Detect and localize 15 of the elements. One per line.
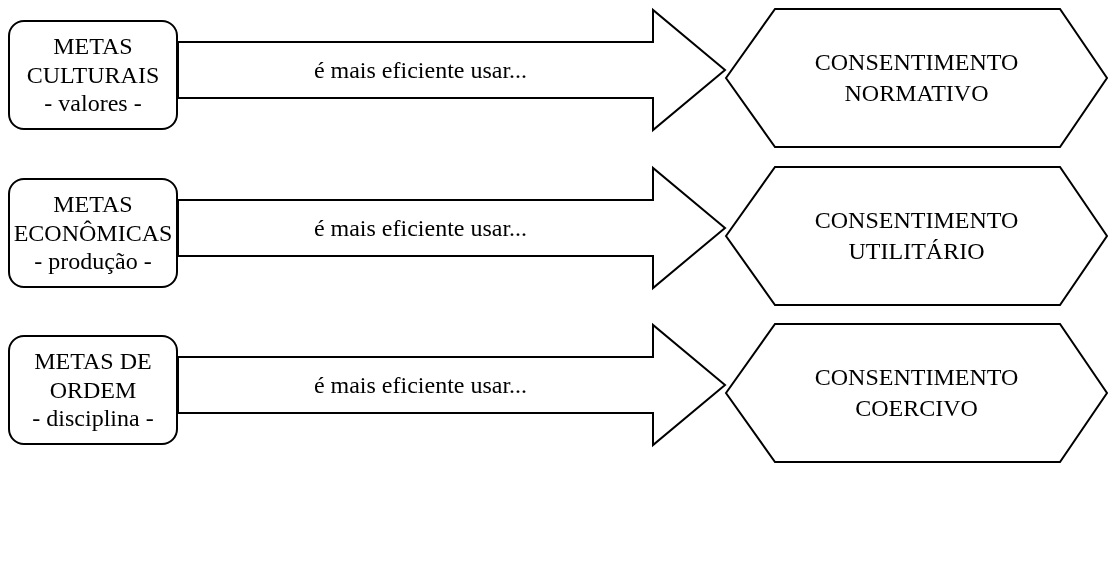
goal-subtitle: - produção -	[34, 247, 152, 277]
goal-box	[8, 20, 178, 130]
consent-label: CONSENTIMENTO COERCIVO	[813, 362, 1020, 423]
goal-title: METAS CULTURAIS	[25, 31, 161, 90]
goal-box	[8, 335, 178, 445]
goal-subtitle: - valores -	[44, 89, 142, 119]
goal-box	[8, 178, 178, 288]
goal-title: METAS DE ORDEM	[33, 346, 153, 405]
hexagon-shape	[725, 8, 1108, 148]
hexagon-shape	[725, 166, 1108, 306]
goal-title: METAS ECONÔMICAS	[12, 189, 174, 248]
consent-label: CONSENTIMENTO NORMATIVO	[813, 47, 1020, 108]
hexagon-shape	[725, 323, 1108, 463]
consent-label: CONSENTIMENTO UTILITÁRIO	[813, 205, 1020, 266]
goal-subtitle: - disciplina -	[32, 404, 154, 434]
